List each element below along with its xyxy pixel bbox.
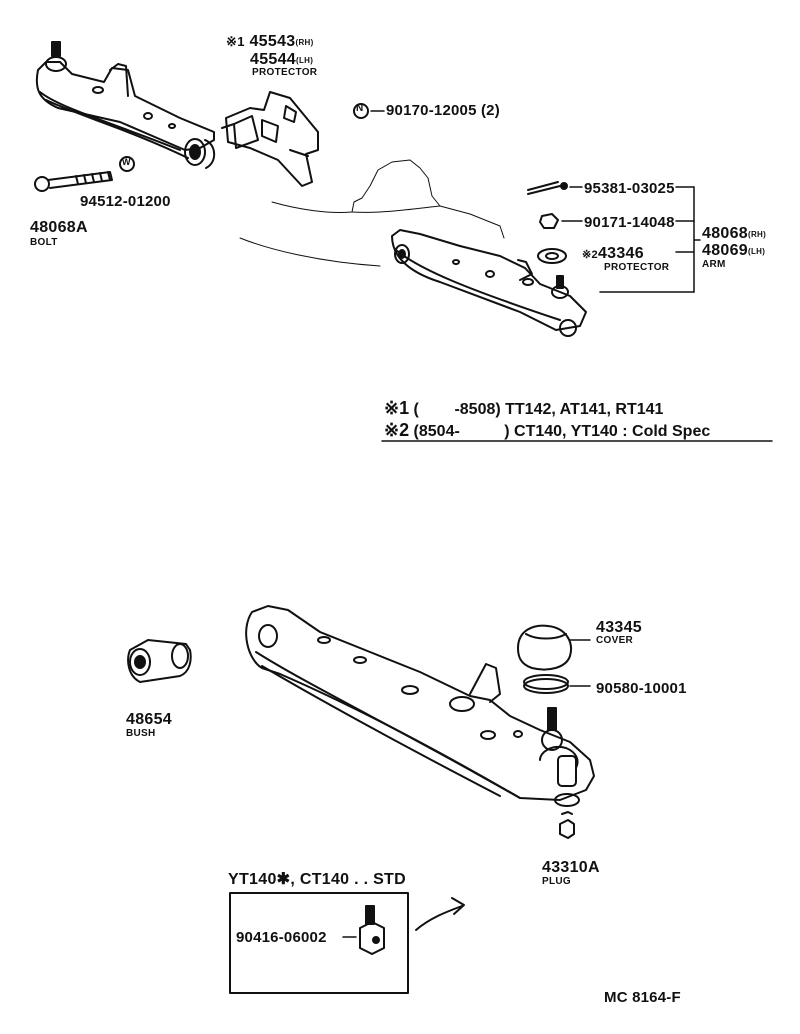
ball-joint-stud <box>541 707 563 751</box>
body-outline <box>239 159 505 267</box>
inset-arrow <box>415 897 465 931</box>
label-43346: ※243346 <box>582 245 644 262</box>
inset-title: YT140✱, CT140 . . STD <box>228 871 406 888</box>
label-48069: 48069(LH) <box>702 242 766 259</box>
note-1-text: ( -8508) TT142, AT141, RT141 <box>413 401 664 418</box>
note-line-2: ※2 (8504- ) CT140, YT140 : Cold Spec <box>384 421 710 440</box>
label-94512-01200: 94512-01200 <box>80 193 171 210</box>
label-90171-14048: 90171-14048 <box>584 214 675 231</box>
note-mark-2: ※2 <box>582 249 598 261</box>
nut-90171 <box>539 213 559 229</box>
label-protector: PROTECTOR <box>252 67 318 78</box>
label-90170-12005: 90170-12005 (2) <box>386 102 500 119</box>
note-2-mark: ※2 <box>384 420 410 440</box>
label-arm: ARM <box>702 259 726 270</box>
bolt-48068a <box>34 171 113 192</box>
arm-bracket <box>599 186 701 293</box>
note-1-mark: ※1 <box>384 398 410 418</box>
label-45544: 45544(LH) <box>250 51 314 68</box>
note-line-1: ※1 ( -8508) TT142, AT141, RT141 <box>384 399 663 418</box>
label-43345: 43345 <box>596 619 642 636</box>
bush-48654 <box>127 639 192 683</box>
label-48068a: 48068A <box>30 219 88 236</box>
label-48654: 48654 <box>126 711 172 728</box>
diagram-code: MC 8164-F <box>604 989 681 1006</box>
clip-ring-90580 <box>523 674 569 694</box>
protector-bracket <box>221 91 319 187</box>
label-45543: ※1 45543(RH) <box>226 33 314 50</box>
n-symbol: N <box>356 103 364 114</box>
label-90416-06002: 90416-06002 <box>236 929 327 946</box>
label-90580-10001: 90580-10001 <box>596 680 687 697</box>
w-symbol: W <box>122 157 131 167</box>
large-arm-detail <box>245 605 595 807</box>
label-95381-03025: 95381-03025 <box>584 180 675 197</box>
inset-box <box>229 892 409 994</box>
dust-cover-43345 <box>517 624 572 671</box>
label-48068: 48068(RH) <box>702 225 767 242</box>
label-bolt: BOLT <box>30 237 58 248</box>
upper-arm-left <box>35 41 216 169</box>
label-protector-2: PROTECTOR <box>604 262 670 273</box>
lower-arm-right <box>391 229 587 337</box>
label-bush: BUSH <box>126 728 156 739</box>
grease-plug-43310a <box>559 811 575 839</box>
note-2-text: (8504- ) CT140, YT140 : Cold Spec <box>413 423 711 440</box>
label-43310a: 43310A <box>542 859 600 876</box>
note-mark-1: ※1 <box>226 34 245 49</box>
label-plug: PLUG <box>542 876 571 887</box>
label-cover: COVER <box>596 635 634 646</box>
protector-43346 <box>537 248 567 264</box>
small-bolt-95381 <box>527 181 568 195</box>
